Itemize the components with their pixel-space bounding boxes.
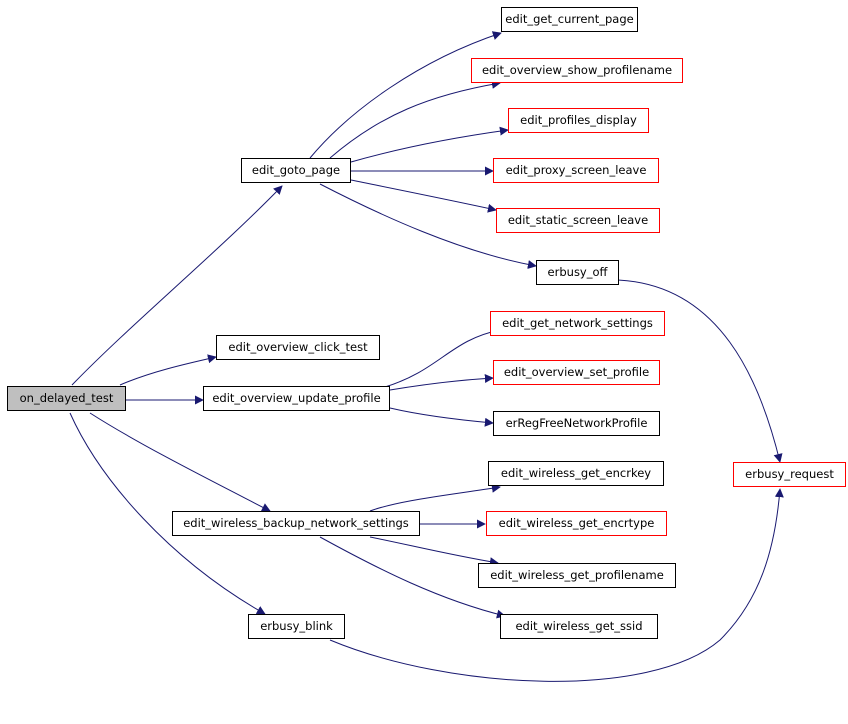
node-edit-overview-set-profile[interactable]: edit_overview_set_profile bbox=[493, 360, 660, 385]
node-edit-wireless-get-ssid[interactable]: edit_wireless_get_ssid bbox=[500, 614, 658, 639]
edge-edit-goto-page-to-edit-get-current-page bbox=[309, 31, 502, 159]
node-edit-static-screen-leave[interactable]: edit_static_screen_leave bbox=[496, 208, 660, 233]
node-edit-overview-click-test[interactable]: edit_overview_click_test bbox=[216, 335, 380, 360]
edge-on-delayed-test-to-edit-wireless-backup-network-settings bbox=[89, 412, 271, 512]
edge-edit-wireless-backup-network-settings-to-edit-wireless-get-encrkey bbox=[369, 483, 501, 512]
edge-edit-overview-update-profile-to-edit-overview-set-profile bbox=[389, 373, 494, 391]
edge-edit-wireless-backup-network-settings-to-edit-wireless-get-profilename bbox=[369, 536, 499, 567]
edge-on-delayed-test-to-erbusy-blink bbox=[69, 412, 266, 615]
edge-erbusy-blink-to-erbusy-request bbox=[329, 488, 784, 682]
node-edit-proxy-screen-leave[interactable]: edit_proxy_screen_leave bbox=[493, 158, 659, 183]
node-edit-overview-update-profile[interactable]: edit_overview_update_profile bbox=[203, 386, 390, 411]
node-edit-wireless-get-encrkey[interactable]: edit_wireless_get_encrkey bbox=[488, 461, 664, 486]
edge-edit-goto-page-to-erbusy-off bbox=[319, 183, 537, 269]
node-erregfreenetworkprofile[interactable]: erRegFreeNetworkProfile bbox=[493, 411, 660, 436]
node-erbusy-request[interactable]: erbusy_request bbox=[733, 462, 846, 487]
edge-edit-goto-page-to-edit-static-screen-leave bbox=[350, 179, 497, 213]
node-edit-get-network-settings[interactable]: edit_get_network_settings bbox=[490, 311, 665, 336]
node-erbusy-blink[interactable]: erbusy_blink bbox=[248, 614, 345, 639]
edge-edit-goto-page-to-edit-overview-show-profilename bbox=[329, 79, 501, 159]
node-on-delayed-test: on_delayed_test bbox=[7, 386, 126, 411]
node-edit-goto-page[interactable]: edit_goto_page bbox=[241, 158, 351, 183]
edge-edit-goto-page-to-edit-profiles-display bbox=[350, 126, 509, 163]
node-edit-wireless-get-profilename[interactable]: edit_wireless_get_profilename bbox=[478, 563, 676, 588]
node-edit-overview-show-profilename[interactable]: edit_overview_show_profilename bbox=[471, 58, 683, 83]
node-edit-profiles-display[interactable]: edit_profiles_display bbox=[508, 108, 649, 133]
edge-on-delayed-test-to-edit-overview-click-test bbox=[119, 354, 217, 386]
node-edit-wireless-get-encrtype[interactable]: edit_wireless_get_encrtype bbox=[486, 511, 667, 536]
edge-edit-overview-update-profile-to-erregfreenetworkprofile bbox=[389, 407, 494, 427]
node-erbusy-off[interactable]: erbusy_off bbox=[536, 260, 619, 285]
node-edit-wireless-backup-network-settings[interactable]: edit_wireless_backup_network_settings bbox=[172, 511, 420, 536]
edge-edit-wireless-backup-network-settings-to-edit-wireless-get-ssid bbox=[319, 536, 506, 619]
edge-erbusy-off-to-erbusy-request bbox=[617, 279, 783, 463]
node-edit-get-current-page[interactable]: edit_get_current_page bbox=[501, 7, 638, 32]
edge-on-delayed-test-to-edit-goto-page bbox=[71, 185, 283, 386]
edge-edit-overview-update-profile-to-edit-get-network-settings bbox=[384, 327, 501, 388]
